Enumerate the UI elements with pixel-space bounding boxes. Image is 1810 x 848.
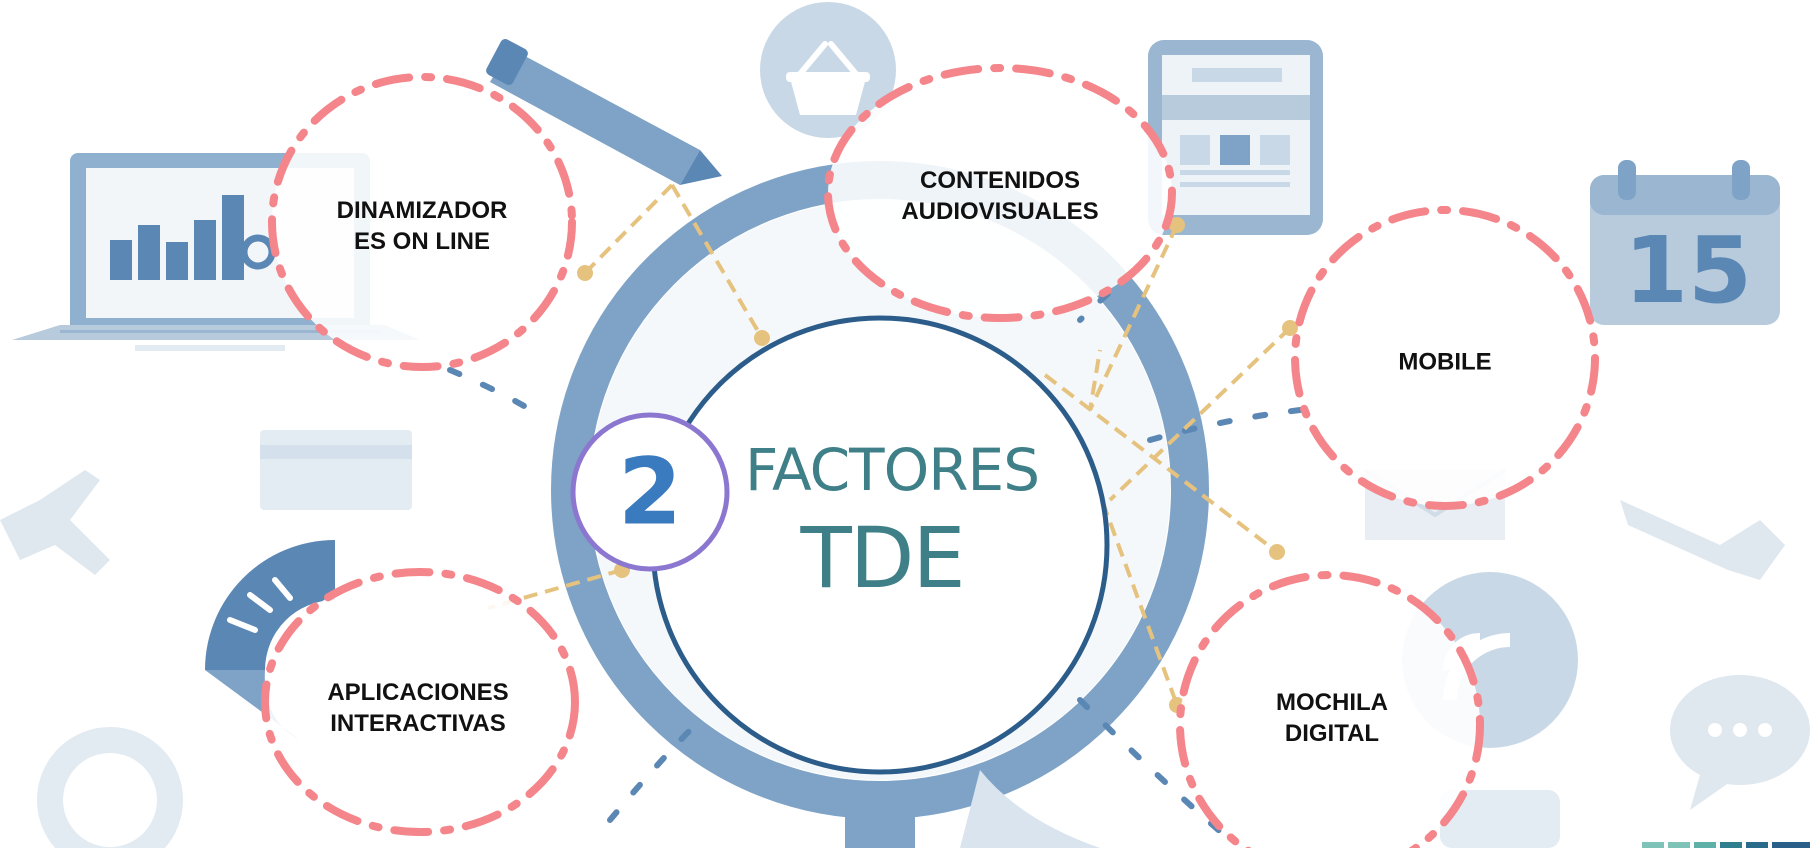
shopping-basket-icon [760,2,896,138]
node-label-mochila: MOCHILA DIGITAL [1276,689,1388,747]
node-label-dinamizadores: DINAMIZADOR ES ON LINE [336,197,508,255]
node-circle-contenidos [824,64,1176,322]
node-label-mobile: MOBILE [1398,348,1492,376]
node-circles [261,64,1599,848]
node-circle-mobile [1291,206,1599,510]
wrench-icon [1620,500,1785,580]
connector-dots [577,217,1298,713]
factor-number: 2 [617,438,683,546]
tablet-icon [1148,40,1323,235]
center-title-line2: TDE [800,509,965,607]
node-circle-aplicaciones [261,568,579,836]
connector-dinamizadores-b [670,183,764,340]
node-circle-dinamizadores [268,73,576,371]
airplane-icon [0,470,110,575]
connector-dot [754,330,770,346]
connector-mobile [1108,326,1292,502]
number-badge-ring [570,412,730,572]
gear-icon [37,727,183,848]
node-label-contenidos: CONTENIDOS AUDIOVISUALES [901,167,1099,225]
connector-mochila-a [1043,373,1279,554]
connector-dot [1282,320,1298,336]
center-title-line1: FACTORES [744,436,1040,504]
chat-bubble-icon [1670,675,1810,810]
connector-dot [1269,544,1285,560]
logo-stripe [1642,842,1810,848]
node-label-aplicaciones: APLICACIONES INTERACTIVAS [327,679,509,737]
car-icon [1440,790,1560,848]
connector-dot [577,265,593,281]
calendar-icon: 15 [1590,160,1780,325]
connector-dot [1169,217,1185,233]
node-circle-mochila [1176,571,1484,848]
card-icon [260,430,412,510]
calendar-day: 15 [1624,217,1752,324]
pencil-icon [486,39,722,185]
